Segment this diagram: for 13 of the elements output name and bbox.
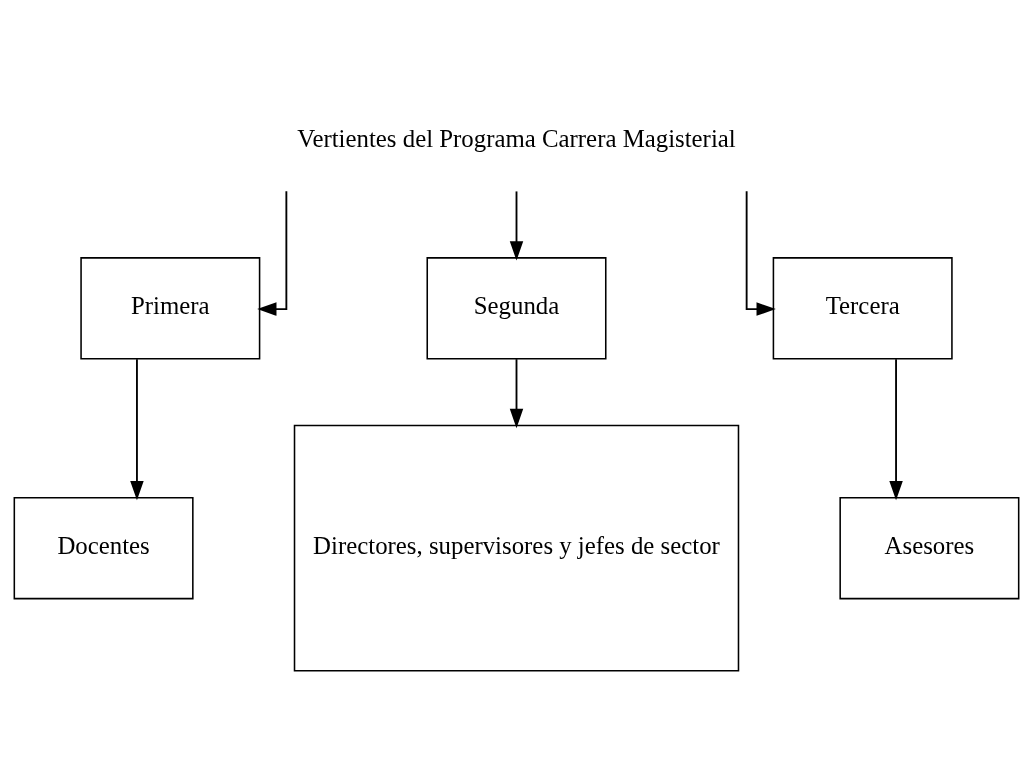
node-box: Tercera [772, 257, 953, 360]
node-text: Vertientes del Programa Carrera Magisterial [297, 124, 736, 152]
node-box: Directores, supervisores y jefes de sector [293, 424, 740, 672]
node-box: Segunda [426, 257, 607, 360]
node-box: Primera [80, 257, 261, 360]
arrow [509, 358, 524, 429]
arrow [889, 358, 903, 501]
node-box: Asesores [839, 496, 1020, 600]
arrow [130, 358, 144, 501]
node-box: Docentes [13, 496, 194, 600]
arrow [745, 190, 776, 316]
arrow [509, 190, 524, 261]
arrow [257, 190, 288, 316]
